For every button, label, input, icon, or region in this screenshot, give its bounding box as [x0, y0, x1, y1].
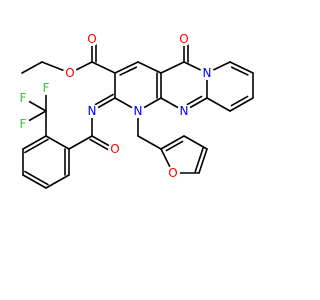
atom-label-N2: N	[203, 66, 212, 80]
bond-f3-f4	[198, 148, 208, 174]
atom-bg-N4	[85, 104, 99, 118]
bond-b3-b4-second	[24, 170, 49, 186]
atom-bg-O1	[63, 66, 77, 80]
bond-C_am-b1	[68, 135, 93, 150]
atom-bg-O4	[108, 142, 122, 156]
atom-bg-N3	[177, 104, 191, 118]
bond-b5-b6-second	[24, 138, 49, 154]
atom-label-O4: O	[110, 142, 119, 156]
atom-bg-F1	[16, 91, 30, 105]
atom-bg-O3	[177, 32, 191, 46]
bond-c10-c11-inner	[230, 95, 249, 107]
bond-f1-f2	[160, 135, 185, 150]
atom-label-N3: N	[180, 104, 189, 118]
atom-label-F3: F	[20, 117, 27, 131]
bond-c2-c3	[137, 61, 162, 74]
bond-c8-c9-inner	[230, 66, 249, 76]
bond-b5-b6	[22, 135, 47, 150]
bond-c1-c2-inner	[119, 66, 138, 76]
atom-label-N1: N	[134, 104, 143, 118]
bond-b6-b1	[45, 135, 70, 150]
bond-c7-N3-inner	[184, 95, 203, 107]
atom-label-O5: O	[168, 166, 177, 180]
bond-b2-b3	[45, 174, 70, 189]
bond-c1-c2	[114, 61, 139, 74]
bond-CH3a-CH2a	[21, 61, 43, 74]
atom-label-N4: N	[88, 104, 97, 118]
bond-CH2f-f1	[137, 135, 162, 150]
atom-label-F2: F	[43, 81, 50, 95]
bond-f1-f2-inner	[165, 140, 184, 152]
bond-c8-c9	[229, 61, 254, 74]
atom-bg-O2	[85, 32, 99, 46]
bond-c10-c11	[229, 97, 254, 112]
atom-bg-F3	[16, 117, 30, 131]
bond-c11-c7	[206, 97, 231, 112]
atom-bg-N2	[200, 66, 214, 80]
atom-bg-F2	[39, 81, 53, 95]
atom-label-O3: O	[179, 32, 188, 46]
atom-bg-N1	[131, 104, 145, 118]
bond-f3-f4-second	[194, 146, 205, 173]
bond-b3-b4	[22, 174, 47, 189]
bond-f2-f3	[183, 135, 208, 150]
atom-label-O1: O	[65, 66, 74, 80]
bond-c3-c6	[160, 61, 185, 74]
atom-label-O2: O	[87, 32, 96, 46]
bond-C_est-c1	[91, 61, 116, 74]
atom-label-F1: F	[20, 91, 27, 105]
atom-bg-O5	[166, 166, 180, 180]
